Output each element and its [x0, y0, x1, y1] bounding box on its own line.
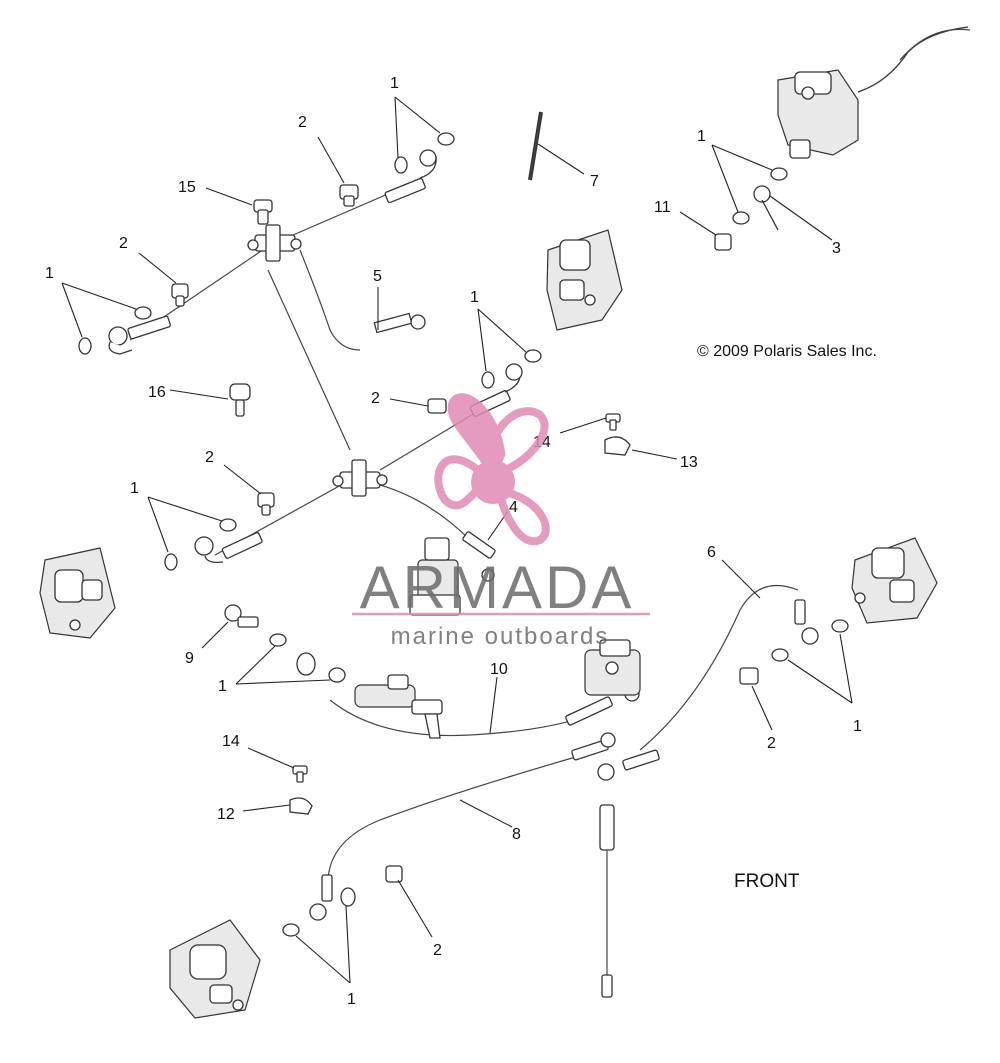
- watermark-tagline: marine outboards: [391, 623, 610, 650]
- callout-1: 1: [390, 75, 399, 92]
- caliper-upper-middle: [546, 229, 623, 331]
- leader-lines: [61, 96, 853, 984]
- callout-1: 1: [347, 991, 356, 1008]
- callout-10: 10: [490, 661, 508, 678]
- brake-line-8: [309, 732, 660, 921]
- brake-tee-middle: [332, 459, 388, 497]
- callout-2: 2: [433, 942, 442, 959]
- caliper-right: [851, 537, 938, 624]
- brake-line-6: [639, 584, 819, 751]
- callout-5: 5: [373, 268, 382, 285]
- callout-labels: 1 2 15 7 2 1 5 1 11 3 1 16 2 14 13 2 1 4…: [45, 75, 862, 1008]
- caliper-bottom-left: [169, 919, 261, 1019]
- copyright-notice: © 2009 Polaris Sales Inc.: [697, 343, 877, 360]
- callout-2: 2: [119, 235, 128, 252]
- junction-block: [584, 639, 641, 696]
- callout-11: 11: [654, 199, 671, 216]
- washers: [78, 132, 849, 937]
- callout-8: 8: [512, 826, 521, 843]
- callout-2: 2: [767, 735, 776, 752]
- callout-1: 1: [45, 265, 54, 282]
- callout-6: 6: [707, 544, 716, 561]
- callout-4: 4: [509, 499, 518, 516]
- callout-1: 1: [853, 718, 862, 735]
- callout-1: 1: [130, 480, 139, 497]
- callout-14: 14: [222, 733, 240, 750]
- brake-light-switch-rod: [599, 804, 615, 998]
- callout-1: 1: [697, 128, 706, 145]
- watermark-brand: ARMADA: [360, 554, 635, 621]
- armada-watermark: ARMADA marine outboards: [352, 393, 650, 650]
- callout-2: 2: [205, 449, 214, 466]
- brake-line-upper-right-fitting: [384, 149, 437, 204]
- proportioning-valve: [409, 531, 496, 616]
- brake-tee-upper: [247, 224, 302, 262]
- front-label: FRONT: [734, 871, 800, 892]
- callout-1: 1: [470, 289, 479, 306]
- callout-1: 1: [218, 678, 227, 695]
- callout-2: 2: [298, 114, 307, 131]
- callout-12: 12: [217, 806, 235, 823]
- brake-line-middle-left-fitting: [194, 532, 263, 564]
- caliper-left: [39, 547, 116, 639]
- brake-line-upper: [129, 179, 426, 451]
- callout-15: 15: [178, 179, 196, 196]
- fasteners-and-clips: [224, 111, 779, 815]
- front-master-cylinder: [777, 26, 971, 159]
- callout-2: 2: [371, 390, 380, 407]
- brake-line-upper-left-fitting: [108, 315, 171, 355]
- callout-16: 16: [148, 384, 166, 401]
- callout-13: 13: [680, 454, 698, 471]
- propeller-logo: [434, 393, 550, 546]
- banjo-bolts: [171, 184, 759, 883]
- rear-master-cylinder: [354, 674, 443, 739]
- callout-3: 3: [832, 240, 841, 257]
- callout-9: 9: [185, 650, 194, 667]
- callout-7: 7: [590, 173, 599, 190]
